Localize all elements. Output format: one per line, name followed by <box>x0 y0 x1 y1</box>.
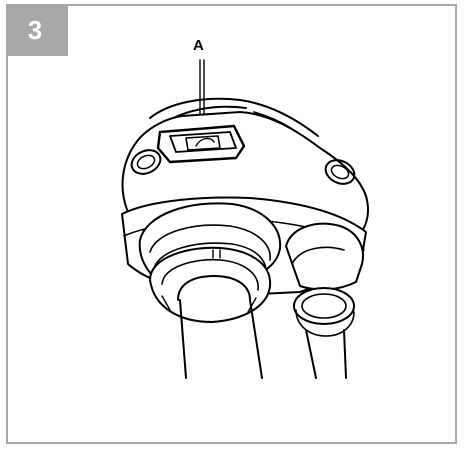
right-socket <box>285 222 364 291</box>
callout-label-a: A <box>193 37 204 54</box>
right-hose <box>293 287 355 379</box>
right-oval-opening <box>324 159 356 185</box>
left-tube <box>177 275 263 379</box>
left-oval-opening <box>130 149 162 175</box>
switch-a-icon <box>156 124 246 164</box>
step-number-badge: 3 <box>6 4 68 56</box>
